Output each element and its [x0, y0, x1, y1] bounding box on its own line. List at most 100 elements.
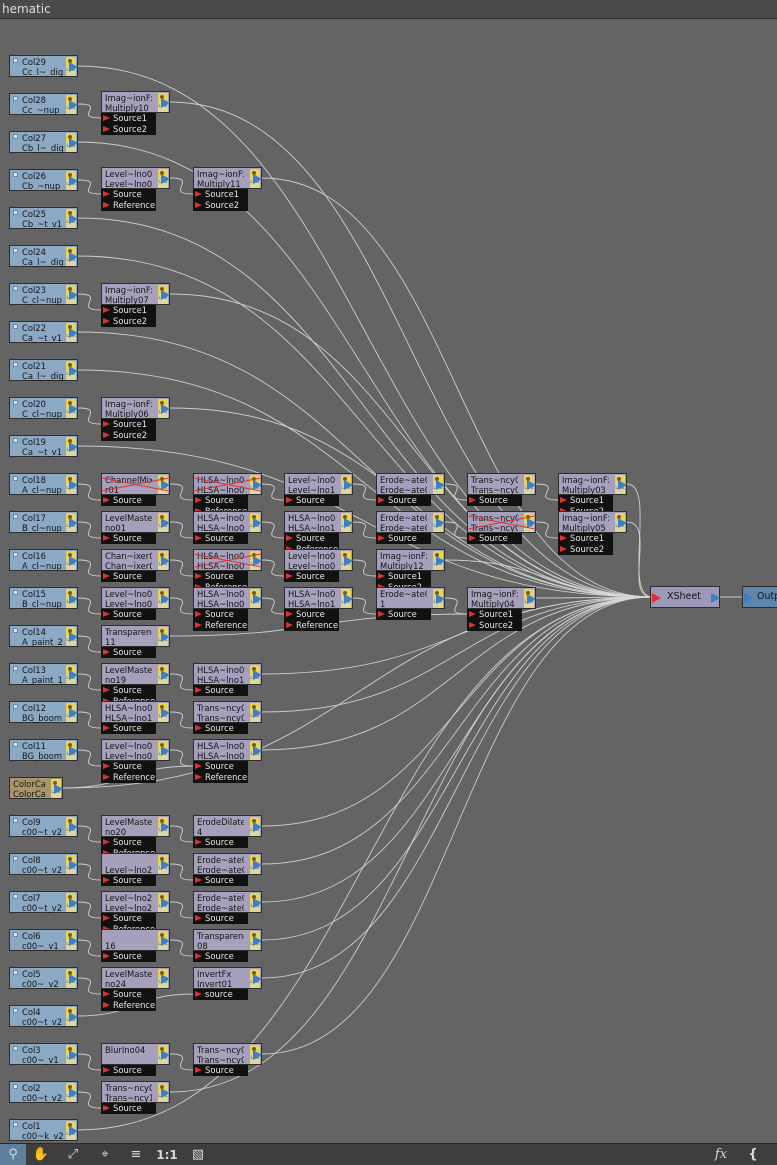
fx-node-hlsa13[interactable]: HLSA~lno03HLSA~lno13Link — [284, 587, 353, 609]
hand-icon[interactable]: ✋ — [32, 1147, 50, 1162]
fx-node-hlsa07[interactable]: HLSA~lno03HLSA~lno07Link — [193, 549, 262, 571]
render-toggle-icon[interactable] — [13, 134, 18, 139]
camera-stand-toggle-icon[interactable] — [66, 361, 76, 370]
fx-node-erode_1[interactable]: Erode~ate011Link — [376, 587, 445, 609]
camera-stand-toggle-icon[interactable] — [158, 399, 168, 408]
input-port-source[interactable]: Source — [101, 913, 156, 924]
output-port-icon[interactable] — [69, 632, 78, 642]
input-port-source[interactable]: Source — [193, 837, 248, 848]
camera-stand-toggle-icon[interactable] — [66, 1121, 76, 1130]
output-port-icon[interactable] — [161, 974, 170, 984]
output-port-icon[interactable] — [618, 480, 627, 490]
render-toggle-icon[interactable] — [13, 286, 18, 291]
input-port-source[interactable]: Source — [193, 1065, 248, 1076]
camera-stand-toggle-icon[interactable] — [66, 437, 76, 446]
input-port-source2[interactable]: Source2 — [101, 124, 156, 135]
fx-node-ero05[interactable]: Erode~ate04Erode~ate05Link — [193, 853, 262, 875]
camera-stand-toggle-icon[interactable] — [66, 513, 76, 522]
fx-node-hlsa09[interactable]: HLSA~lno03HLSA~lno09Link — [193, 739, 262, 761]
output-port-icon[interactable] — [69, 252, 78, 262]
output-port-icon[interactable] — [69, 214, 78, 224]
output-port-icon[interactable] — [253, 174, 262, 184]
input-port-source[interactable]: Source — [101, 723, 156, 734]
render-toggle-icon[interactable] — [13, 210, 18, 215]
camera-stand-toggle-icon[interactable] — [66, 285, 76, 294]
input-port-source[interactable]: Source — [101, 989, 156, 1000]
input-port-source[interactable]: Source — [284, 495, 339, 506]
camera-stand-toggle-icon[interactable] — [250, 931, 260, 940]
output-port-icon[interactable] — [69, 746, 78, 756]
output-port-icon[interactable] — [161, 1050, 170, 1060]
input-port-source1[interactable]: Source1 — [558, 495, 613, 506]
output-port-icon[interactable] — [161, 1088, 170, 1098]
output-port-icon[interactable] — [69, 62, 78, 72]
input-port-source[interactable]: Source — [193, 609, 248, 620]
input-port-source[interactable]: Source — [376, 533, 431, 544]
output-port-icon[interactable] — [161, 594, 170, 604]
input-port-source[interactable]: Source — [101, 1103, 156, 1114]
input-port-source[interactable]: Source — [101, 761, 156, 772]
input-port-source[interactable]: Source — [101, 951, 156, 962]
camera-stand-toggle-icon[interactable] — [66, 1045, 76, 1054]
input-port-source[interactable]: source — [193, 989, 248, 1000]
input-port-source[interactable]: Source — [193, 723, 248, 734]
input-port-source[interactable]: Source — [284, 571, 339, 582]
camera-stand-toggle-icon[interactable] — [66, 475, 76, 484]
camera-stand-toggle-icon[interactable] — [158, 1083, 168, 1092]
camera-stand-toggle-icon[interactable] — [66, 855, 76, 864]
focus-current-icon[interactable]: ⌖ — [101, 1147, 109, 1162]
output-port-icon[interactable] — [161, 746, 170, 756]
input-port-reference[interactable]: Reference — [101, 200, 156, 211]
camera-stand-toggle-icon[interactable] — [615, 475, 625, 484]
camera-stand-toggle-icon[interactable] — [158, 969, 168, 978]
output-port-icon[interactable] — [161, 290, 170, 300]
fx-node-ero02[interactable]: Erode~ate01Erode~ate02Link — [376, 511, 445, 533]
input-port-source1[interactable]: Source1 — [101, 305, 156, 316]
output-port-icon[interactable] — [253, 594, 262, 604]
input-port-source[interactable]: Source — [101, 189, 156, 200]
fx-node-hlsa_r18[interactable]: HLSA~lno03HLSA~lno05Link — [193, 473, 262, 495]
input-port-source[interactable]: Source — [284, 533, 339, 544]
render-toggle-icon[interactable] — [13, 1046, 18, 1051]
camera-stand-toggle-icon[interactable] — [158, 1045, 168, 1054]
xsheet-node[interactable]: XSheet — [650, 586, 720, 608]
fit-to-window-icon[interactable]: ⤢ — [67, 1147, 79, 1162]
fx-node-trans05[interactable]: Trans~ncy01Trans~ncy05Link — [467, 473, 536, 495]
output-port-icon[interactable] — [69, 176, 78, 186]
input-port-source2[interactable]: Source2 — [193, 200, 248, 211]
fx-node-transp11[interactable]: Transparency11Link — [101, 625, 170, 647]
fx-node-ero04[interactable]: ErodeDilate04Link — [193, 815, 262, 837]
camera-stand-toggle-icon[interactable] — [66, 95, 76, 104]
output-port-icon[interactable] — [253, 480, 262, 490]
output-port-icon[interactable] — [69, 442, 78, 452]
output-port-icon[interactable] — [69, 1088, 78, 1098]
camera-stand-toggle-icon[interactable] — [250, 169, 260, 178]
camera-stand-toggle-icon[interactable] — [158, 893, 168, 902]
render-toggle-icon[interactable] — [13, 590, 18, 595]
camera-stand-toggle-icon[interactable] — [66, 969, 76, 978]
fx-node-transp08[interactable]: Transparency08Link — [193, 929, 262, 951]
render-toggle-icon[interactable] — [13, 818, 18, 823]
output-port-icon[interactable] — [253, 518, 262, 528]
input-port-reference[interactable]: Reference — [284, 620, 339, 631]
output-port-icon[interactable] — [161, 822, 170, 832]
output-port-icon[interactable] — [436, 480, 445, 490]
output-port-icon[interactable] — [69, 556, 78, 566]
output-port-icon[interactable] — [344, 518, 353, 528]
camera-stand-toggle-icon[interactable] — [66, 589, 76, 598]
render-toggle-icon[interactable] — [13, 704, 18, 709]
input-port-source2[interactable]: Source2 — [101, 430, 156, 441]
render-toggle-icon[interactable] — [13, 324, 18, 329]
